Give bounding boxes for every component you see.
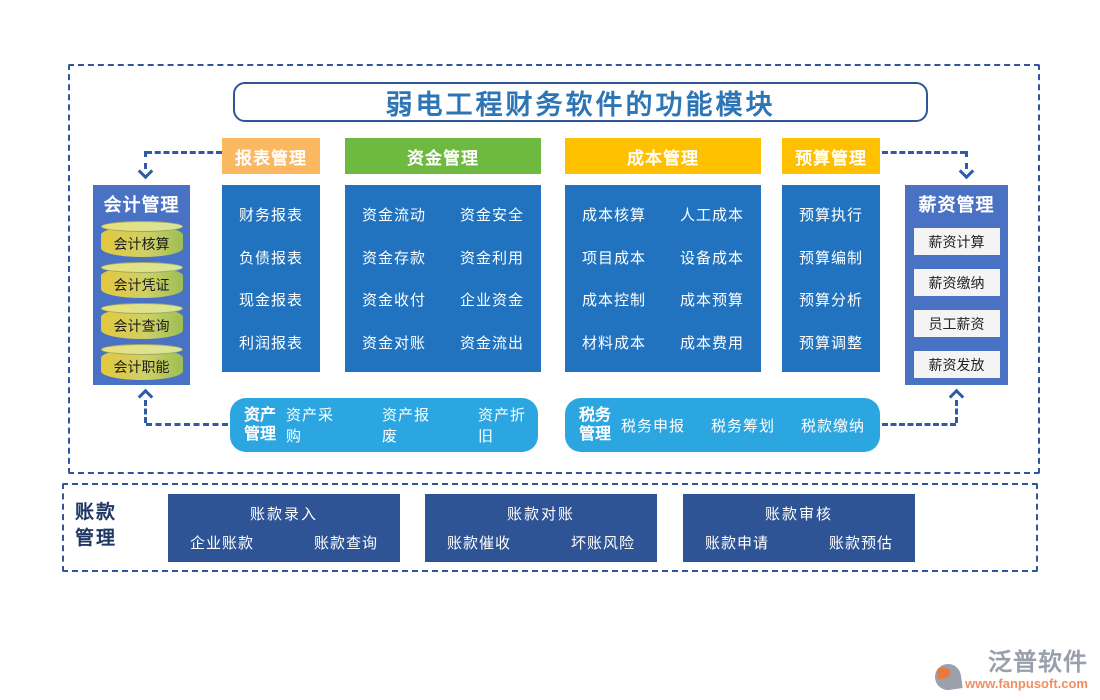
tax-item: 税务申报	[621, 417, 686, 435]
accounts-item: 账款预估	[829, 535, 894, 553]
accounts-item: 账款申请	[704, 535, 769, 553]
asset-item: 资产报废	[382, 407, 431, 445]
tax-item: 税务筹划	[711, 417, 776, 435]
tax-bar-items: 税务申报 税务筹划 税款缴纳	[621, 415, 865, 436]
header-fund-management: 资金管理	[345, 138, 541, 174]
panel-accounting-title: 会计管理	[103, 195, 180, 215]
accounts-dashed-frame	[62, 483, 1038, 572]
accounts-group-items: 企业账款 账款查询	[190, 532, 378, 553]
column-budget: 预算执行 预算编制 预算分析 预算调整	[782, 185, 880, 372]
column-cost: 成本核算 人工成本 项目成本 设备成本 成本控制 成本预算 材料成本 成本费用	[565, 185, 761, 372]
accounts-group-title: 账款审核	[764, 505, 833, 523]
budget-item: 预算分析	[798, 292, 863, 310]
asset-item: 资产折旧	[478, 407, 527, 445]
report-item: 负债报表	[238, 249, 303, 267]
accounts-group-items: 账款催收 坏账风险	[447, 532, 635, 553]
header-budget-management: 预算管理	[782, 138, 880, 174]
accounts-label-line1: 账款	[75, 502, 118, 523]
database-cylinder-icon: 会计核算	[100, 221, 183, 257]
budget-item: 预算调整	[798, 335, 863, 353]
accounting-item: 会计查询	[113, 318, 170, 334]
salary-item: 薪资缴纳	[913, 269, 1000, 296]
asset-bar-title: 资产 管理	[230, 406, 286, 444]
cost-item: 设备成本	[679, 249, 744, 267]
bar-asset-management: 资产 管理 资产采购 资产报废 资产折旧	[230, 398, 538, 452]
diagram-title: 弱电工程财务软件的功能模块	[385, 89, 776, 120]
fund-item: 资金流出	[459, 335, 524, 353]
cost-item: 成本控制	[581, 292, 646, 310]
accounts-label-line2: 管理	[75, 528, 118, 549]
logo-name: 泛普软件	[988, 649, 1088, 676]
fund-item: 资金利用	[459, 249, 524, 267]
accounts-section-label: 账款 管理	[75, 500, 117, 552]
accounts-group-title: 账款录入	[249, 505, 318, 523]
bar-tax-management: 税务 管理 税务申报 税务筹划 税款缴纳	[565, 398, 880, 452]
budget-item: 预算编制	[798, 249, 863, 267]
accounting-item: 会计职能	[113, 359, 170, 375]
asset-bar-items: 资产采购 资产报废 资产折旧	[286, 404, 538, 446]
accounts-item: 账款查询	[314, 535, 379, 553]
connector-tax-to-salary	[882, 423, 956, 426]
salary-item: 员工薪资	[913, 310, 1000, 337]
cost-item: 人工成本	[679, 206, 744, 224]
budget-item: 预算执行	[798, 206, 863, 224]
salary-item: 薪资计算	[913, 228, 1000, 255]
cost-item: 成本核算	[581, 206, 646, 224]
panel-salary-title: 薪资管理	[918, 195, 995, 215]
accounting-item: 会计凭证	[113, 277, 170, 293]
tax-title-line1: 税务	[579, 407, 612, 424]
tax-title-line2: 管理	[579, 426, 612, 443]
connector-report-to-accounting	[144, 151, 147, 169]
fund-item: 资金收付	[361, 292, 426, 310]
connector-asset-to-accounting	[146, 423, 228, 426]
asset-title-line2: 管理	[244, 426, 277, 443]
connector-report-to-accounting	[146, 151, 222, 154]
accounts-item: 账款催收	[446, 535, 511, 553]
column-report: 财务报表 负债报表 现金报表 利润报表	[222, 185, 320, 372]
report-item: 利润报表	[238, 335, 303, 353]
database-cylinder-icon: 会计职能	[100, 344, 183, 380]
cost-item: 项目成本	[581, 249, 646, 267]
vendor-logo: 泛普软件 www.fanpusoft.com	[933, 649, 1088, 692]
header-cost-management: 成本管理	[565, 138, 761, 174]
tax-item: 税款缴纳	[801, 417, 866, 435]
connector-tax-to-salary	[955, 400, 958, 423]
accounts-group-items: 账款申请 账款预估	[705, 532, 893, 553]
report-item: 财务报表	[238, 206, 303, 224]
panel-accounting-management: 会计管理 会计核算 会计凭证 会计查询 会计职能	[93, 185, 190, 385]
connector-budget-to-salary	[882, 151, 966, 154]
salary-item: 薪资发放	[913, 351, 1000, 378]
report-item: 现金报表	[238, 292, 303, 310]
panel-salary-management: 薪资管理 薪资计算 薪资缴纳 员工薪资 薪资发放	[905, 185, 1008, 385]
database-cylinder-icon: 会计查询	[100, 303, 183, 339]
asset-title-line1: 资产	[244, 407, 277, 424]
connector-budget-to-salary	[965, 151, 968, 169]
accounts-group-entry: 账款录入 企业账款 账款查询	[168, 494, 400, 562]
fund-item: 资金安全	[459, 206, 524, 224]
accounts-item: 坏账风险	[571, 535, 636, 553]
tax-bar-title: 税务 管理	[565, 406, 621, 444]
database-cylinder-icon: 会计凭证	[100, 262, 183, 298]
accounts-item: 企业账款	[189, 535, 254, 553]
fund-item: 资金对账	[361, 335, 426, 353]
logo-url: www.fanpusoft.com	[964, 676, 1088, 691]
logo-texts: 泛普软件 www.fanpusoft.com	[964, 649, 1088, 691]
cost-item: 成本费用	[679, 335, 744, 353]
diagram-title-box: 弱电工程财务软件的功能模块	[233, 82, 928, 122]
connector-asset-to-accounting	[144, 400, 147, 423]
header-report-management: 报表管理	[222, 138, 320, 174]
fanpu-logo-icon	[933, 662, 963, 692]
accounts-group-title: 账款对账	[506, 505, 575, 523]
column-fund: 资金流动 资金安全 资金存款 资金利用 资金收付 企业资金 资金对账 资金流出	[345, 185, 541, 372]
cost-item: 材料成本	[581, 335, 646, 353]
accounting-item: 会计核算	[113, 236, 170, 252]
cost-item: 成本预算	[679, 292, 744, 310]
asset-item: 资产采购	[286, 407, 335, 445]
accounts-group-audit: 账款审核 账款申请 账款预估	[683, 494, 915, 562]
fund-item: 资金流动	[361, 206, 426, 224]
fund-item: 企业资金	[459, 292, 524, 310]
accounts-group-reconcile: 账款对账 账款催收 坏账风险	[425, 494, 657, 562]
fund-item: 资金存款	[361, 249, 426, 267]
main-dashed-frame	[68, 64, 1040, 474]
